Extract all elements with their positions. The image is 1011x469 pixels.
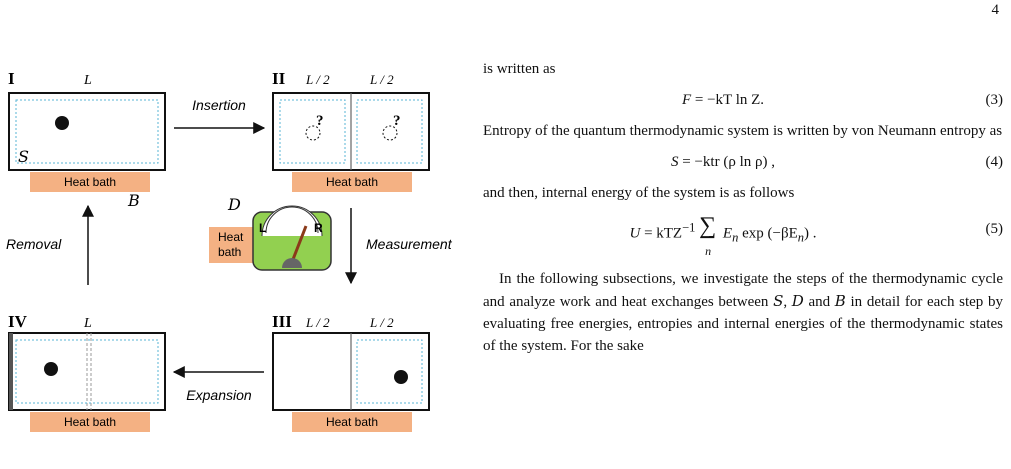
eq5-energy-index: n bbox=[732, 230, 739, 245]
page-number: 4 bbox=[991, 2, 1000, 18]
box-i bbox=[8, 92, 166, 171]
heat-bath-ii bbox=[292, 172, 412, 192]
symbol-d: D bbox=[791, 292, 804, 310]
diagram-canvas: I L S Heat bath B Insertion II L / 2 L /… bbox=[6, 69, 453, 432]
equation-3: F = −kT ln Z. (3) bbox=[483, 80, 1003, 120]
half-length-label-iii-left: L / 2 bbox=[305, 315, 330, 330]
uncertain-particle-left bbox=[305, 125, 321, 141]
meter-pivot bbox=[282, 258, 302, 268]
eq5-number: (5) bbox=[985, 221, 1004, 237]
demon-label-d: D bbox=[227, 195, 241, 214]
meter-scale bbox=[265, 206, 319, 234]
eq4-number: (4) bbox=[985, 154, 1004, 170]
eq5-end: ) . bbox=[804, 225, 817, 242]
symbol-b: B bbox=[834, 292, 846, 310]
length-label-iv: L bbox=[83, 316, 92, 331]
meter-right-label: R bbox=[314, 221, 323, 235]
stage-label-iv: IV bbox=[8, 312, 28, 331]
stage-label-ii: II bbox=[272, 69, 286, 88]
equation-5: U = kTZ−1 ∑ n En exp (−βEn) . (5) bbox=[483, 204, 1003, 268]
heat-bath-label-iv: Heat bath bbox=[64, 415, 116, 429]
question-mark-right: ? bbox=[393, 113, 401, 129]
paragraph-entropy: Entropy of the quantum thermodynamic sys… bbox=[483, 123, 1003, 139]
meter-needle bbox=[290, 225, 308, 263]
particle-iii bbox=[394, 370, 408, 384]
dotted-region-iii bbox=[356, 339, 423, 404]
length-label-i: L bbox=[83, 73, 92, 88]
system-label-s: S bbox=[18, 147, 29, 166]
dotted-region-ii-left bbox=[279, 99, 346, 164]
question-mark-left: ? bbox=[316, 113, 324, 129]
particle-iv bbox=[44, 362, 58, 376]
heat-bath-label-iii: Heat bath bbox=[326, 415, 378, 429]
eq5-lhs: U bbox=[629, 225, 641, 242]
eq5-energy: E bbox=[722, 225, 733, 242]
stage-label-i: I bbox=[8, 69, 15, 88]
meter-heat-label-2: bath bbox=[218, 245, 241, 259]
paragraph-subsections: In the following subsections, we investi… bbox=[483, 271, 1003, 354]
eq3-number: (3) bbox=[985, 92, 1004, 108]
particle-i bbox=[55, 116, 69, 130]
removal-label: Removal bbox=[6, 236, 62, 252]
half-length-label-iii-right: L / 2 bbox=[369, 315, 394, 330]
heat-bath-label-i: Heat bath bbox=[64, 175, 116, 189]
eq5-sigma: ∑ bbox=[699, 213, 717, 239]
meter-left-label: L bbox=[259, 221, 266, 235]
szilard-cycle-diagram: I L S Heat bath B Insertion II L / 2 L /… bbox=[0, 0, 480, 469]
uncertain-particle-right bbox=[382, 125, 398, 141]
eq4-rhs: = −ktr (ρ ln ρ) , bbox=[682, 154, 775, 170]
half-length-label-ii-right: L / 2 bbox=[369, 72, 394, 87]
eq5-sup: −1 bbox=[682, 220, 696, 235]
expansion-label: Expansion bbox=[186, 387, 252, 403]
eq5-sum: ∑ n bbox=[699, 212, 719, 258]
symbol-s: S bbox=[773, 292, 784, 310]
heat-bath-i bbox=[30, 172, 150, 192]
paragraph-written-as: is written as bbox=[483, 61, 556, 77]
eq3-rhs: = −kT ln Z. bbox=[694, 92, 765, 108]
heat-bath-iv bbox=[30, 412, 150, 432]
meter-dial bbox=[261, 205, 323, 237]
equation-4: S = −ktr (ρ ln ρ) , (4) bbox=[483, 142, 1003, 182]
insertion-label: Insertion bbox=[192, 97, 246, 113]
paragraph-internal-energy: and then, internal energy of the system … bbox=[483, 185, 795, 201]
eq5-exp-index: n bbox=[797, 230, 805, 245]
dotted-region-i bbox=[15, 99, 159, 164]
stage-label-iii: III bbox=[272, 312, 292, 331]
bath-label-b: B bbox=[127, 191, 140, 210]
heat-bath-iii bbox=[292, 412, 412, 432]
text-column: is written as F = −kT ln Z. (3) Entropy … bbox=[483, 58, 1003, 357]
dotted-region-iv bbox=[15, 339, 159, 404]
eq5-exp: exp (−βE bbox=[738, 225, 798, 242]
heat-bath-label-ii: Heat bath bbox=[326, 175, 378, 189]
eq5-mid: = kTZ bbox=[644, 225, 683, 242]
eq4-lhs: S bbox=[671, 154, 679, 170]
eq3-lhs: F bbox=[681, 92, 692, 108]
meter-heat-bath bbox=[209, 227, 259, 263]
dotted-region-ii-right bbox=[356, 99, 423, 164]
measurement-label: Measurement bbox=[366, 236, 453, 252]
meter-heat-label-1: Heat bbox=[218, 230, 244, 244]
half-length-label-ii-left: L / 2 bbox=[305, 72, 330, 87]
eq5-sum-index: n bbox=[705, 244, 712, 258]
